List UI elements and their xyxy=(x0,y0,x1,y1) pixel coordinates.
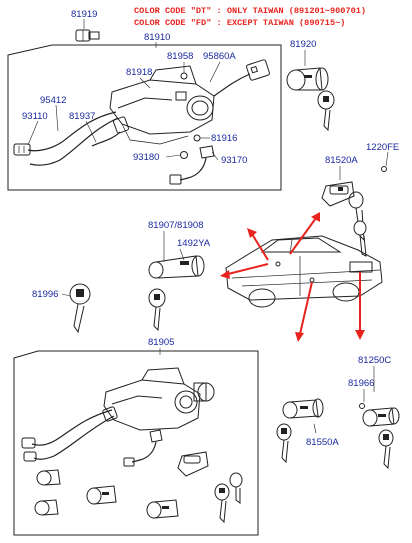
ignition-lock-assembly xyxy=(13,59,270,185)
lock-81250C xyxy=(359,403,400,470)
label-81910: 81910 xyxy=(144,32,170,43)
note-dt: COLOR CODE "DT" : ONLY TAIWAN (891201~90… xyxy=(134,6,366,16)
label-95860A: 95860A xyxy=(203,51,236,62)
pointer-arrows xyxy=(220,212,365,342)
label-81550A: 81550A xyxy=(306,437,339,448)
label-81958: 81958 xyxy=(167,51,193,62)
lock-cylinder-81920 xyxy=(286,67,335,132)
trunk-lock-81520A xyxy=(321,181,367,257)
label-81996: 81996 xyxy=(32,289,58,300)
lock-81550A xyxy=(276,398,324,464)
label-93110: 93110 xyxy=(22,111,48,122)
label-81937: 81937 xyxy=(69,111,95,122)
part-81919-bulb xyxy=(75,29,100,42)
label-81250C: 81250C xyxy=(358,355,391,366)
note-fd: COLOR CODE "FD" : EXCEPT TAIWAN (890715~… xyxy=(134,18,345,28)
label-81905: 81905 xyxy=(148,337,174,348)
box-81910 xyxy=(7,44,282,191)
label-95412: 95412 xyxy=(40,95,66,106)
label-81918: 81918 xyxy=(126,67,152,78)
label-81920: 81920 xyxy=(290,39,316,50)
label-93170: 93170 xyxy=(221,155,247,166)
label-1492YA: 1492YA xyxy=(177,238,211,249)
lock-set-81905 xyxy=(21,367,243,524)
door-lock-set-81907 xyxy=(148,255,205,332)
label-81966: 81966 xyxy=(348,378,374,389)
label-81919: 81919 xyxy=(71,9,97,20)
box-81905 xyxy=(13,350,259,536)
car-illustration xyxy=(225,235,383,308)
key-81996 xyxy=(69,283,91,334)
label-1220FE: 1220FE xyxy=(366,142,399,153)
label-81916: 81916 xyxy=(211,133,237,144)
label-81907-81908: 81907/81908 xyxy=(148,220,203,231)
label-81520A: 81520A xyxy=(325,155,358,166)
label-93180: 93180 xyxy=(133,152,159,163)
